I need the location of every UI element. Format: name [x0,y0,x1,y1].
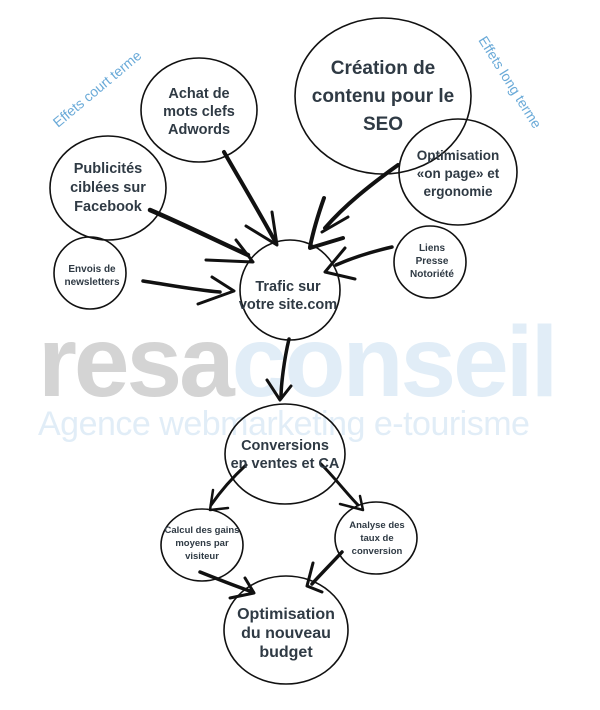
arrow-newsletters-to-traffic [141,279,222,294]
arrow-facebook-to-traffic [147,207,251,258]
node-budget-line: Optimisation [237,606,335,623]
arrow-seo-to-traffic [308,196,326,249]
node-newsletters-line: newsletters [64,277,119,288]
node-gains-line: Calcul des gains [165,525,240,536]
arrowhead-newsletters [196,275,236,306]
node-budget-line: du nouveau [241,625,331,642]
arrowhead-adwords [244,210,279,247]
node-gains-line: visiteur [185,551,219,562]
arrowhead-links [323,246,357,281]
node-conversions-line: en ventes et CA [231,456,340,472]
node-conversions: Conversions en ventes et CA [224,403,346,505]
node-seo-line: Création de [331,58,436,79]
arrow-conversions-to-gains [209,463,248,507]
arrowhead-traffic [265,378,293,402]
node-onpage-line: «on page» et [417,166,500,181]
arrow-adwords-to-traffic [222,150,278,245]
node-gains: Calcul des gains moyens par visiteur [160,508,244,582]
node-gains-line: moyens par [175,538,229,549]
node-links-line: Notoriété [410,269,454,280]
node-links-line: Presse [416,256,449,267]
arrow-links-to-traffic [334,245,394,267]
node-newsletters-line: Envois de [68,264,116,275]
node-budget-line: budget [259,644,313,661]
arrowhead-analysis [338,494,365,512]
node-facebook-line: Publicités [74,161,143,177]
node-onpage: Optimisation «on page» et ergonomie [398,118,518,226]
arrow-gains-to-budget [198,570,255,594]
node-analysis-line: Analyse des [349,520,404,531]
node-analysis-line: taux de [360,533,393,544]
label-long-term-effects: Effets long terme [475,33,545,131]
node-traffic: Trafic sur votre site.com [239,239,341,341]
node-traffic-line: Trafic sur [255,279,321,295]
arrowhead-facebook [204,238,255,264]
node-onpage-line: Optimisation [417,148,500,163]
arrowhead-onpage [320,215,350,234]
arrowhead-analysis-budget [305,561,324,594]
arrow-onpage-to-traffic [323,163,400,230]
node-seo-line: contenu pour le [312,86,455,107]
arrow-traffic-to-conversions [279,337,291,400]
node-facebook-line: Facebook [74,199,143,215]
node-analysis-line: conversion [352,546,403,557]
node-conversions-line: Conversions [241,438,329,454]
node-seo-content: Création de contenu pour le SEO [294,17,472,175]
arrow-conversions-to-analysis [319,462,360,507]
watermark-tagline: Agence webmarketing e-tourisme [38,405,530,443]
node-onpage-line: ergonomie [423,184,493,199]
node-links-line: Liens [419,243,446,254]
node-budget: Optimisation du nouveau budget [223,575,349,685]
node-adwords-line: Achat de [168,86,229,102]
node-adwords-line: mots clefs [163,104,235,120]
arrow-analysis-to-budget [310,550,344,586]
node-seo-line: SEO [363,114,403,135]
node-traffic-line: votre site.com [239,297,337,313]
label-short-term-effects: Effets court terme [50,47,145,130]
watermark-brand-resa: resa [38,306,235,418]
node-adwords-line: Adwords [168,122,230,138]
node-newsletters: Envois de newsletters [53,236,127,310]
node-analysis: Analyse des taux de conversion [334,501,418,575]
node-facebook-line: ciblées sur [70,180,146,196]
watermark-brand: resaconseil [38,312,558,412]
